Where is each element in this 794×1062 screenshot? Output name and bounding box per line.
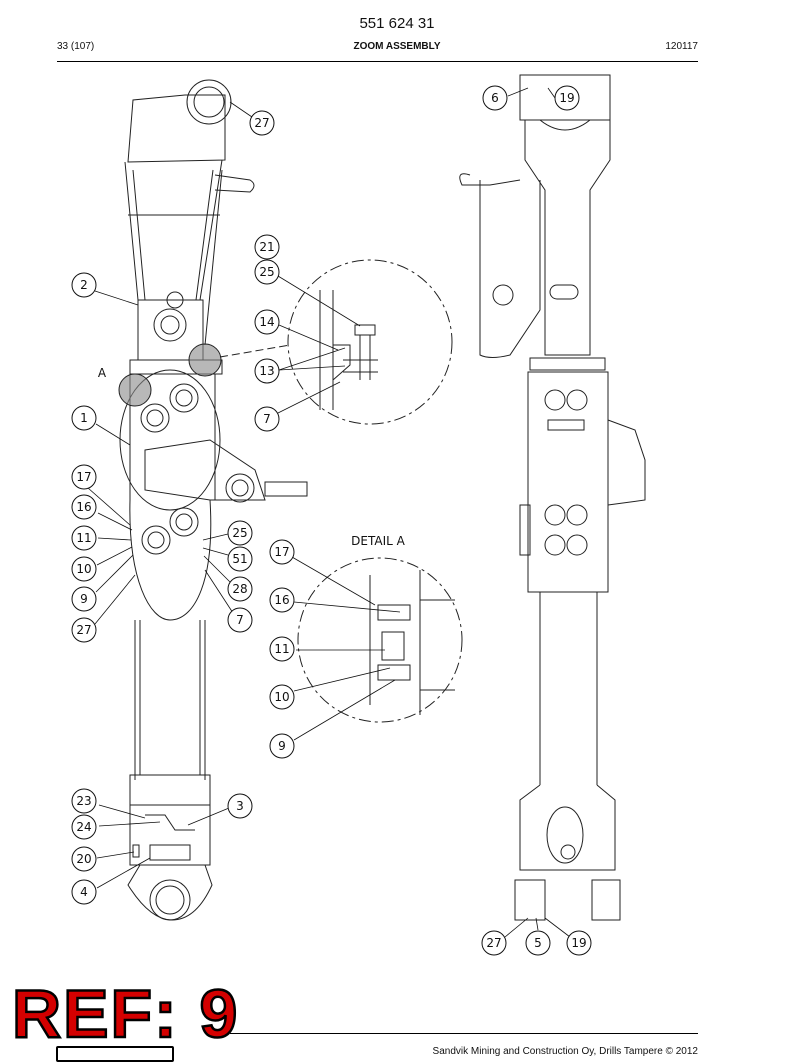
ref-stamp-box — [56, 1046, 174, 1062]
callout-label: 19 — [571, 936, 586, 950]
callout-27-bottom — [481, 930, 507, 956]
bottom-eye-left — [127, 864, 213, 921]
callout-51 — [227, 546, 253, 572]
callout-4 — [71, 879, 97, 905]
callout-20 — [71, 846, 97, 872]
callout-label: 11 — [274, 642, 289, 656]
callout-label: 11 — [76, 531, 91, 545]
callout-label: 16 — [274, 593, 289, 607]
callout-19-bottom — [566, 930, 592, 956]
callout-label: 13 — [259, 364, 274, 378]
callout-label: 7 — [263, 412, 271, 426]
callout-label: 28 — [232, 582, 247, 596]
detail-a-label: DETAIL A — [351, 534, 405, 548]
callout-27-top — [249, 110, 275, 136]
callout-label: 51 — [232, 552, 247, 566]
page-info: 33 (107) — [57, 41, 95, 52]
revision-code: 120117 — [665, 41, 698, 52]
footer-copyright: Sandvik Mining and Construction Oy, Dril… — [432, 1046, 698, 1057]
callout-label: 14 — [259, 315, 274, 329]
page-title: ZOOM ASSEMBLY — [353, 41, 441, 52]
callout-label: 27 — [254, 116, 269, 130]
flange-plate — [129, 359, 223, 375]
callout-27-mid — [71, 617, 97, 643]
callout-label: 3 — [236, 799, 244, 813]
long-tube-left — [129, 620, 211, 866]
callout-25 — [227, 520, 253, 546]
callout-6 — [482, 85, 508, 111]
callout-label: 16 — [76, 500, 91, 514]
callout-label: 1 — [80, 411, 88, 425]
footer-divider — [230, 1033, 698, 1034]
ref-stamp: REF: 9 — [11, 976, 240, 1052]
callout-label: 20 — [76, 852, 91, 866]
callout-label: 7 — [236, 613, 244, 627]
callout-7 — [227, 607, 253, 633]
callout-9-detail — [269, 733, 295, 759]
callout-label: 19 — [559, 91, 574, 105]
callout-11 — [71, 525, 97, 551]
callout-17 — [71, 464, 97, 490]
top-bracket-left — [124, 79, 255, 361]
callout-28 — [227, 576, 253, 602]
callout-label: 25 — [259, 265, 274, 279]
document-number: 551 624 31 — [359, 15, 435, 32]
callout-5 — [525, 930, 551, 956]
callout-11-detail — [269, 636, 295, 662]
callout-17-detail — [269, 539, 295, 565]
callout-label: 17 — [76, 470, 91, 484]
callout-16 — [71, 494, 97, 520]
view-marker-a: A — [98, 366, 107, 380]
callout-25-detail — [254, 259, 280, 285]
callout-24 — [71, 814, 97, 840]
callout-label: 24 — [76, 820, 91, 834]
callout-13 — [254, 358, 280, 384]
callout-2 — [71, 272, 97, 298]
callout-label: 21 — [259, 240, 274, 254]
callout-9 — [71, 586, 97, 612]
callout-16-detail — [269, 587, 295, 613]
callout-14 — [254, 309, 280, 335]
callout-label: 10 — [76, 562, 91, 576]
callout-label: 9 — [80, 592, 88, 606]
callout-label: 27 — [486, 936, 501, 950]
detail-view-a — [297, 557, 463, 723]
callout-19-top — [554, 85, 580, 111]
right-view — [459, 74, 646, 921]
callout-label: 6 — [491, 91, 499, 105]
callout-label: 23 — [76, 794, 91, 808]
callout-23 — [71, 788, 97, 814]
callout-label: 25 — [232, 526, 247, 540]
callout-label: 2 — [80, 278, 88, 292]
callout-label: 27 — [76, 623, 91, 637]
callout-label: 10 — [274, 690, 289, 704]
callout-label: 9 — [278, 739, 286, 753]
callout-10-detail — [269, 684, 295, 710]
callout-21 — [254, 234, 280, 260]
main-housing-left — [118, 343, 308, 621]
callout-3 — [227, 793, 253, 819]
callout-label: 17 — [274, 545, 289, 559]
callout-label: 5 — [534, 936, 542, 950]
detail-view-upper — [219, 259, 453, 425]
callout-7-detail — [254, 406, 280, 432]
header-divider — [57, 61, 698, 62]
callout-10 — [71, 556, 97, 582]
callout-1 — [71, 405, 97, 431]
callout-label: 4 — [80, 885, 88, 899]
